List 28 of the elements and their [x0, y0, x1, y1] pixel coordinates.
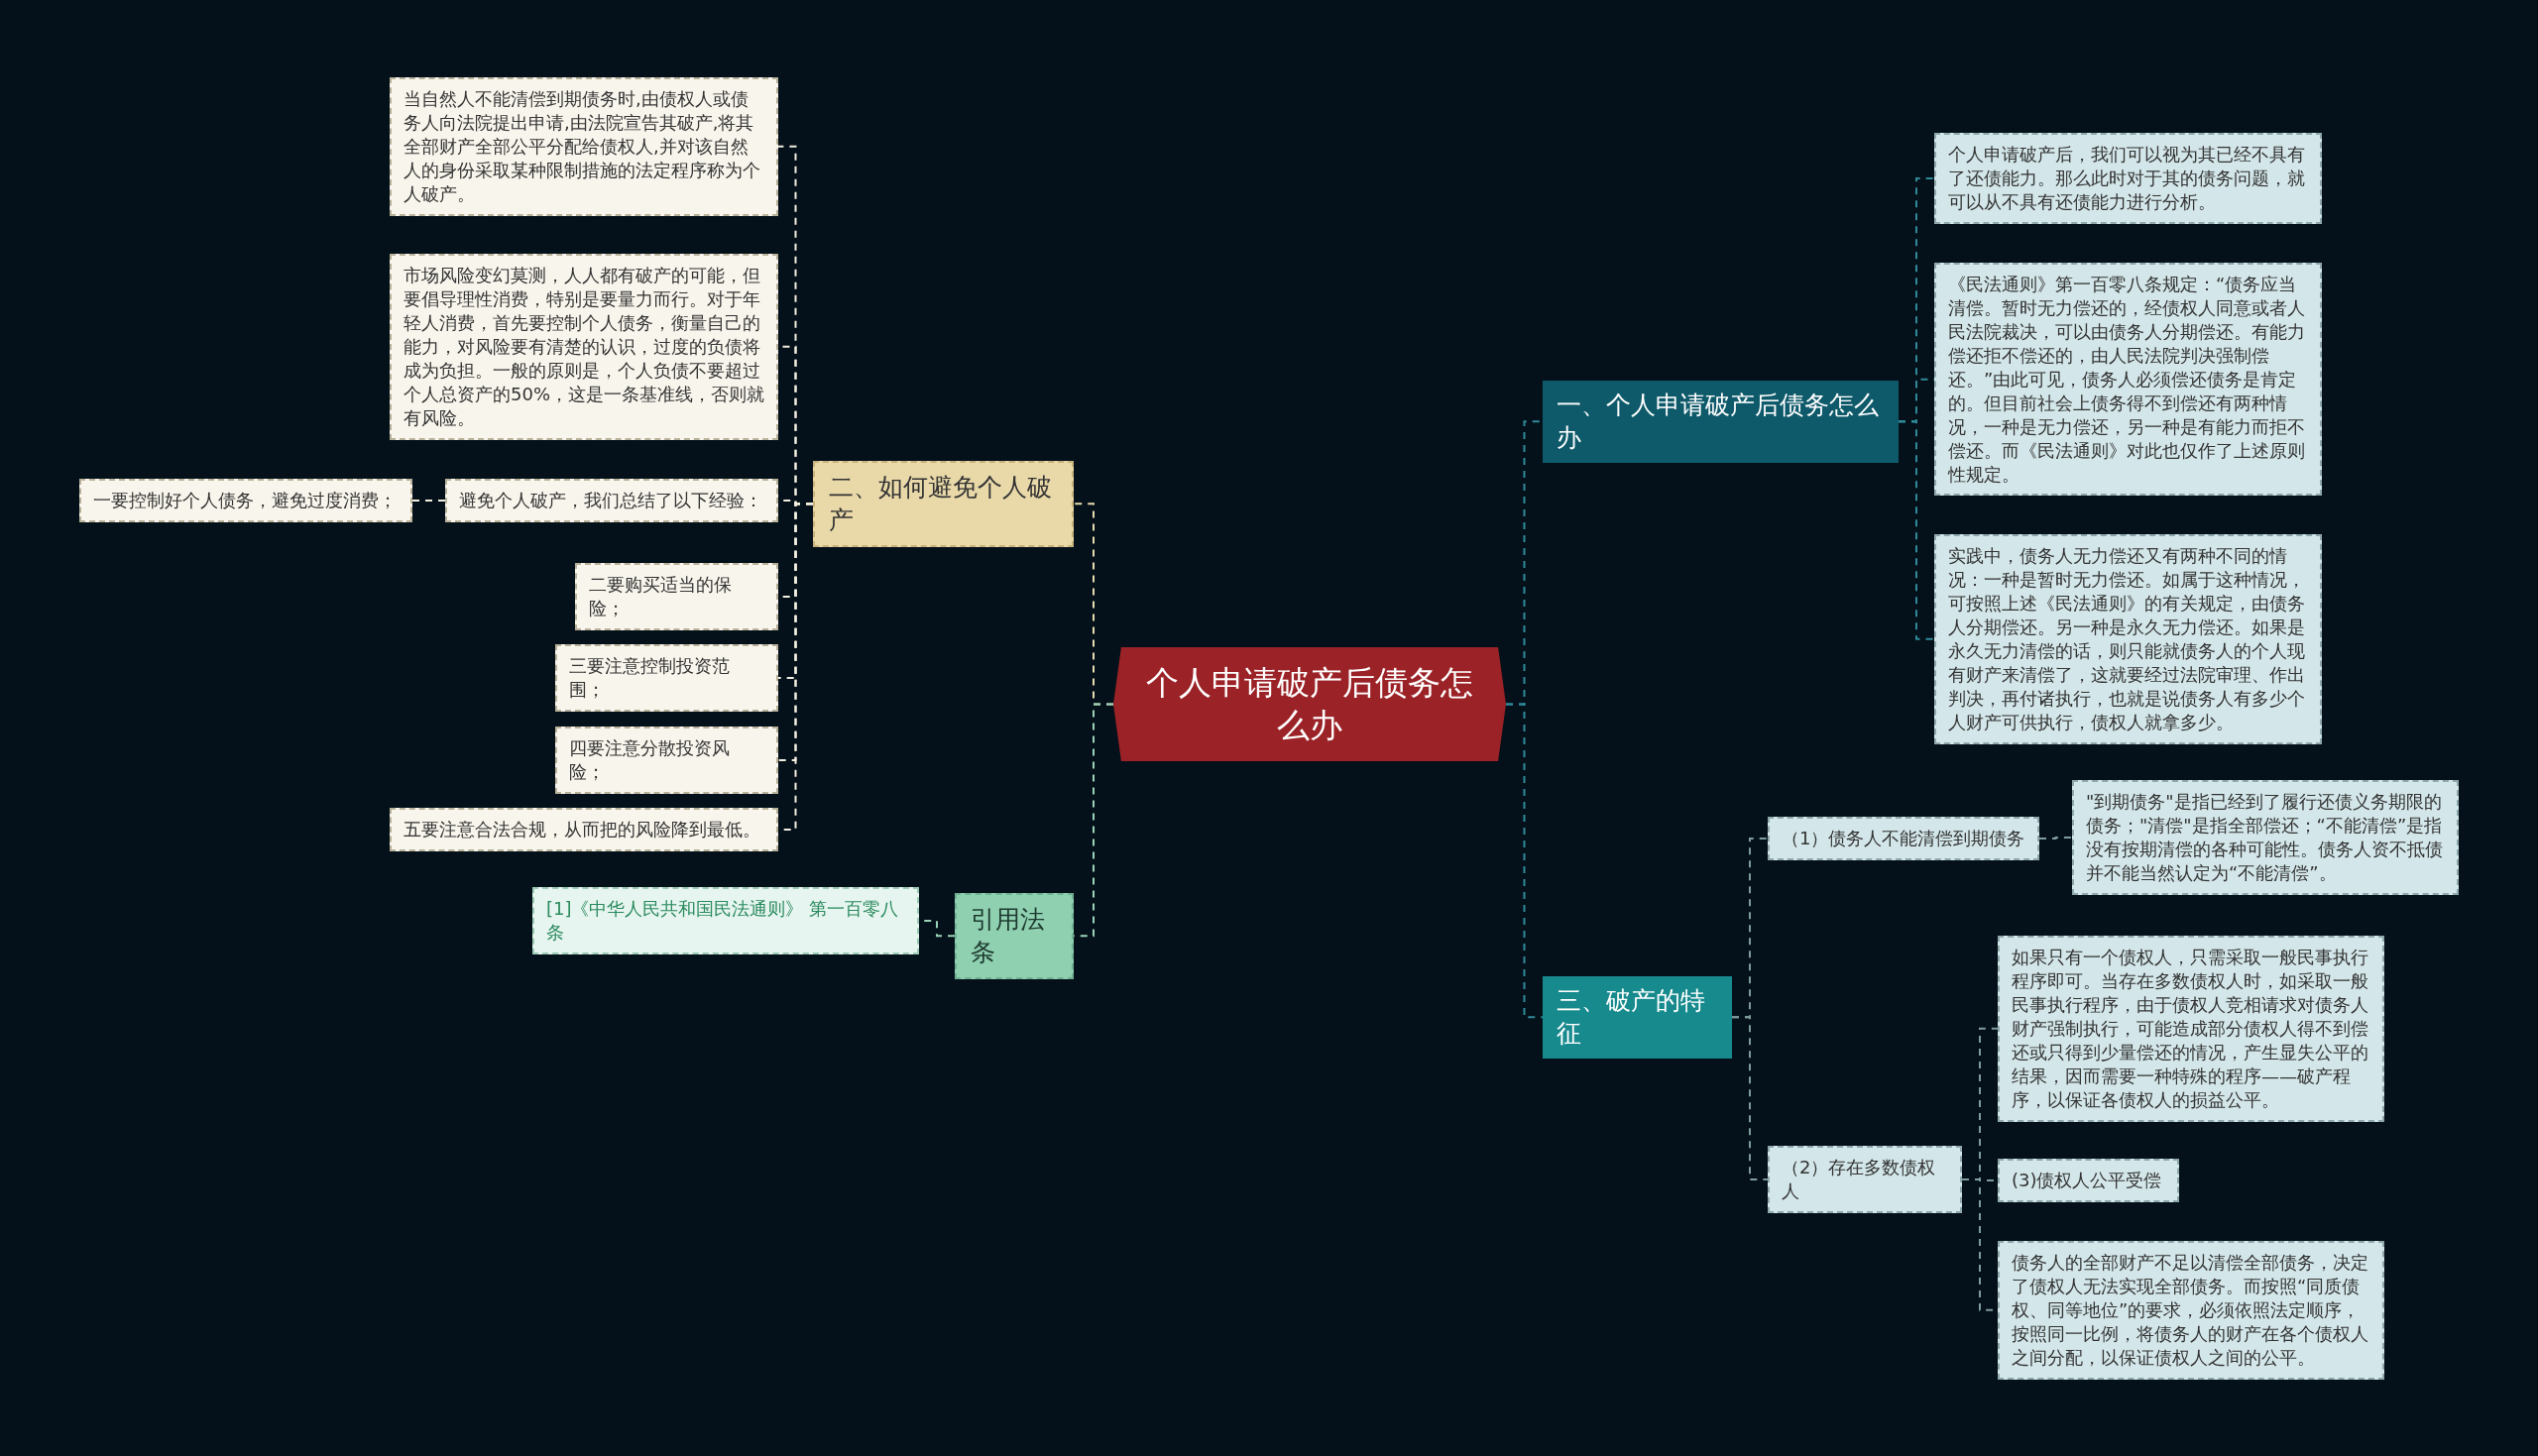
note-card: 市场风险变幻莫测，人人都有破产的可能，但要倡导理性消费，特别是要量力而行。对于年轻人消费，首先要控制个人债务，衡量自己的能力，对风险要有清楚的认识，过度的负债将成为负担。一般的原则是，个人负债不要超过个人总资产的50%，这是一条基准线，否则就有风险。 [390, 254, 778, 440]
connector-line [1731, 1016, 1769, 1180]
central-topic-text: 个人申请破产后债务怎么办 [1145, 661, 1474, 746]
note-card: 避免个人破产，我们总结了以下经验： [445, 479, 778, 522]
branch-topic: 一、个人申请破产后债务怎么办 [1543, 381, 1899, 463]
connector-line [1505, 703, 1544, 1019]
connector-line [411, 500, 446, 502]
note-card: 四要注意分散投资风险； [555, 727, 778, 794]
subtopic-card: (3)债权人公平受偿 [1998, 1159, 2179, 1202]
branch-topic: 二、如何避免个人破产 [813, 461, 1074, 547]
note-card: 如果只有一个债权人，只需采取一般民事执行程序即可。当存在多数债权人时，如采取一般民事执行程序，由于债权人竞相请求对债务人财产强制执行，可能造成部分债权人得不到偿还或只得到少量偿还的情况，产生显失公平的结果，因而需要一种特殊的程序——破产程序，以保证各债权人的损益公平。 [1998, 936, 2384, 1122]
note-card: 一要控制好个人债务，避免过度消费； [79, 479, 412, 522]
citation-card: [1]《中华人民共和国民法通则》 第一百零八条 [532, 887, 919, 954]
note-card: 债务人的全部财产不足以清偿全部债务，决定了债权人无法实现全部债务。而按照“同质债权、同等地位”的要求，必须依照法定顺序，按照同一比例，将债务人的财产在各个债权人之间分配，以保证债权人之间的公平。 [1998, 1241, 2384, 1380]
subtopic-card: （2）存在多数债权人 [1768, 1146, 1962, 1213]
branch-topic: 引用法条 [955, 893, 1074, 979]
note-card: 个人申请破产后，我们可以视为其已经不具有了还债能力。那么此时对于其的债务问题，就可以从不具有还债能力进行分析。 [1934, 133, 2322, 224]
note-card: 三要注意控制投资范围； [555, 644, 778, 712]
subtopic-card: （1）债务人不能清偿到期债务 [1768, 817, 2039, 860]
note-card: 实践中，债务人无力偿还又有两种不同的情况：一种是暂时无力偿还。如属于这种情况，可按照上述《民法通则》的有关规定，由债务人分期偿还。另一种是永久无力偿还。如果是永久无力清偿的话，则只能就债务人的个人现有财产来清偿了，这就要经过法院审理、作出判决，再付诸执行，也就是说债务人有多少个人财产可供执行，债权人就拿多少。 [1934, 534, 2322, 744]
note-card: "到期债务"是指已经到了履行还债义务期限的债务；"清偿"是指全部偿还；“不能清偿”是指没有按期清偿的各种可能性。债务人资不抵债并不能当然认定为“不能清偿”。 [2072, 780, 2459, 895]
note-card: 《民法通则》第一百零八条规定：“债务应当清偿。暂时无力偿还的，经债权人同意或者人民法院裁决，可以由债务人分期偿还。有能力偿还拒不偿还的，由人民法院判决强制偿还。”由此可见，债务人必须偿还债务是肯定的。但目前社会上债务得不到偿还有两种情况，一种是无力偿还，另一种是有能力而拒不偿还。而《民法通则》对此也仅作了上述原则性规定。 [1934, 263, 2322, 497]
note-card: 二要购买适当的保险； [575, 563, 778, 630]
connector-line [2038, 836, 2073, 840]
note-card: 五要注意合法合规，从而把的风险降到最低。 [390, 808, 778, 851]
note-card: 当自然人不能清偿到期债务时,由债权人或债务人向法院提出申请,由法院宣告其破产,将其全部财产全部公平分配给债权人,并对该自然人的身份采取某种限制措施的法定程序称为个人破产。 [390, 77, 778, 216]
connector-line [1898, 420, 1935, 640]
branch-topic: 三、破产的特征 [1543, 976, 1732, 1059]
